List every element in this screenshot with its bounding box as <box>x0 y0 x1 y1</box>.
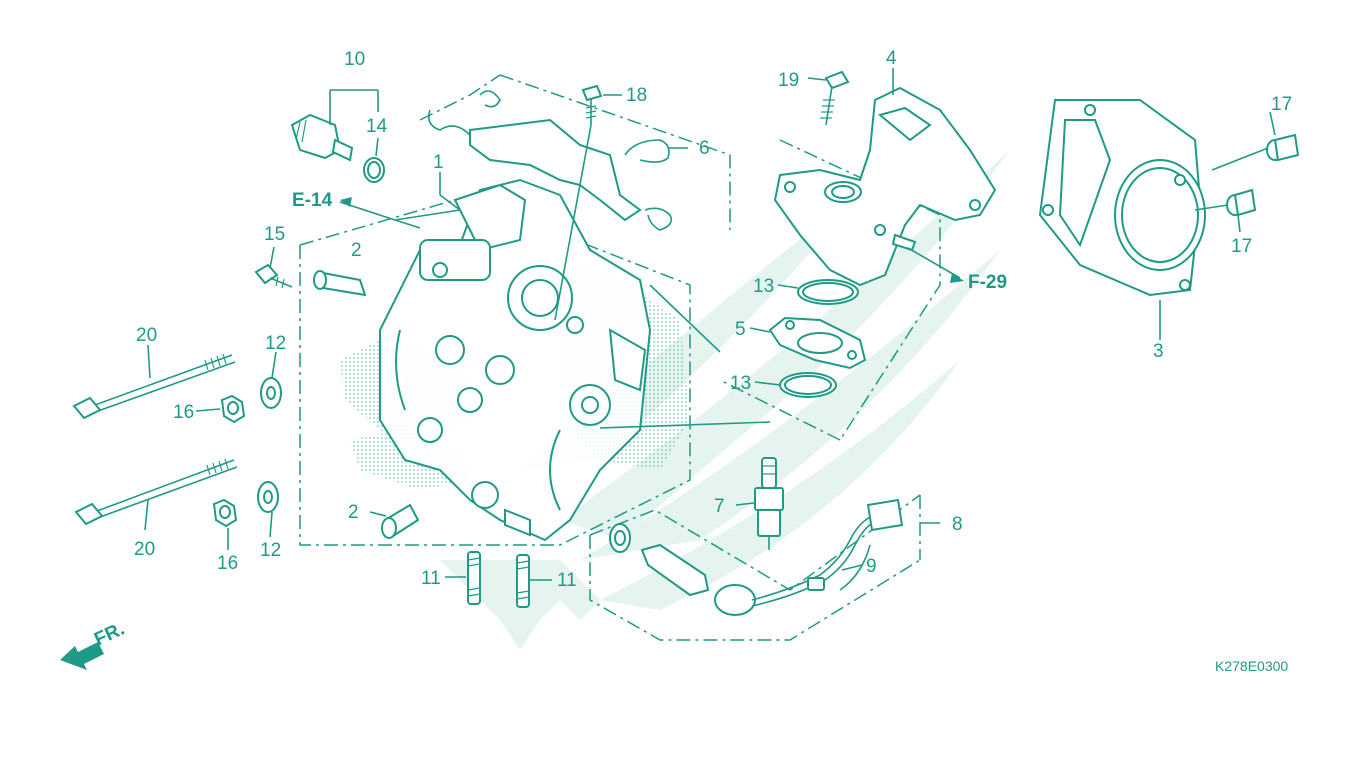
callout-9: 9 <box>866 556 877 577</box>
o-ring-lower <box>779 372 837 398</box>
callout-numbers: 10 14 1 18 6 19 4 17 17 3 13 5 13 7 8 9 … <box>134 48 1292 591</box>
section-references: E-14 F-29 <box>292 190 1007 293</box>
arrow-f29 <box>950 273 964 283</box>
ref-f29: F-29 <box>968 272 1007 293</box>
callout-2-upper: 2 <box>351 240 362 261</box>
callout-5: 5 <box>735 319 746 340</box>
bolt-18 <box>581 84 603 125</box>
wire-clip <box>624 139 670 163</box>
stud-11-left <box>467 551 481 605</box>
callout-14: 14 <box>366 116 388 137</box>
callout-12-upper: 12 <box>265 333 286 354</box>
stud-bolt-upper <box>72 353 236 420</box>
callout-13-upper: 13 <box>753 276 774 297</box>
bolt-19 <box>820 70 850 126</box>
dowel-17-lower <box>1226 188 1257 217</box>
o2-sensor <box>609 498 904 616</box>
callout-20-lower: 20 <box>134 539 155 560</box>
callout-16-upper: 16 <box>173 402 194 423</box>
nut-16-upper <box>220 394 246 424</box>
callout-3: 3 <box>1153 341 1164 362</box>
callout-20-upper: 20 <box>136 325 157 346</box>
washer-12-lower <box>257 481 279 513</box>
stud-11-right <box>516 554 530 608</box>
callout-17-lower: 17 <box>1231 236 1252 257</box>
callout-15: 15 <box>264 224 285 245</box>
callout-13-lower: 13 <box>730 373 751 394</box>
breather-bracket <box>427 90 673 231</box>
callout-7: 7 <box>714 496 725 517</box>
callout-4: 4 <box>886 48 897 69</box>
callout-16-lower: 16 <box>217 553 238 574</box>
callout-6: 6 <box>699 138 710 159</box>
callout-2-lower: 2 <box>348 502 359 523</box>
callout-11-left: 11 <box>421 568 441 589</box>
callout-12-lower: 12 <box>260 540 281 561</box>
callout-19: 19 <box>778 70 799 91</box>
cylinder-head <box>340 178 690 542</box>
leader-lines <box>144 68 1276 581</box>
dowel-17-upper <box>1266 133 1300 162</box>
bolt-15 <box>254 263 293 289</box>
front-direction-arrow: FR. <box>60 619 128 670</box>
washer-12-upper <box>260 377 282 409</box>
callout-18: 18 <box>626 85 647 106</box>
callout-17-upper: 17 <box>1271 94 1292 115</box>
stud-bolt-lower <box>74 458 238 526</box>
o-ring-upper <box>797 279 859 305</box>
inlet-pipe <box>773 86 997 287</box>
spark-plug <box>754 457 784 550</box>
drawing-code: K278E0300 <box>1215 658 1288 674</box>
arrow-e14 <box>340 197 352 207</box>
cylinder-head-gasket <box>1038 99 1206 297</box>
ref-e14: E-14 <box>292 190 333 211</box>
dowel-pin-lower <box>381 503 420 539</box>
callout-11-right: 11 <box>557 570 577 591</box>
temperature-sensor <box>290 113 354 162</box>
insulator <box>768 316 867 370</box>
callout-10: 10 <box>344 49 365 70</box>
dowel-pin-upper <box>313 270 367 297</box>
o-ring-14 <box>363 157 385 183</box>
callout-1: 1 <box>433 152 444 173</box>
callout-8: 8 <box>952 514 963 535</box>
nut-16-lower <box>212 498 238 528</box>
